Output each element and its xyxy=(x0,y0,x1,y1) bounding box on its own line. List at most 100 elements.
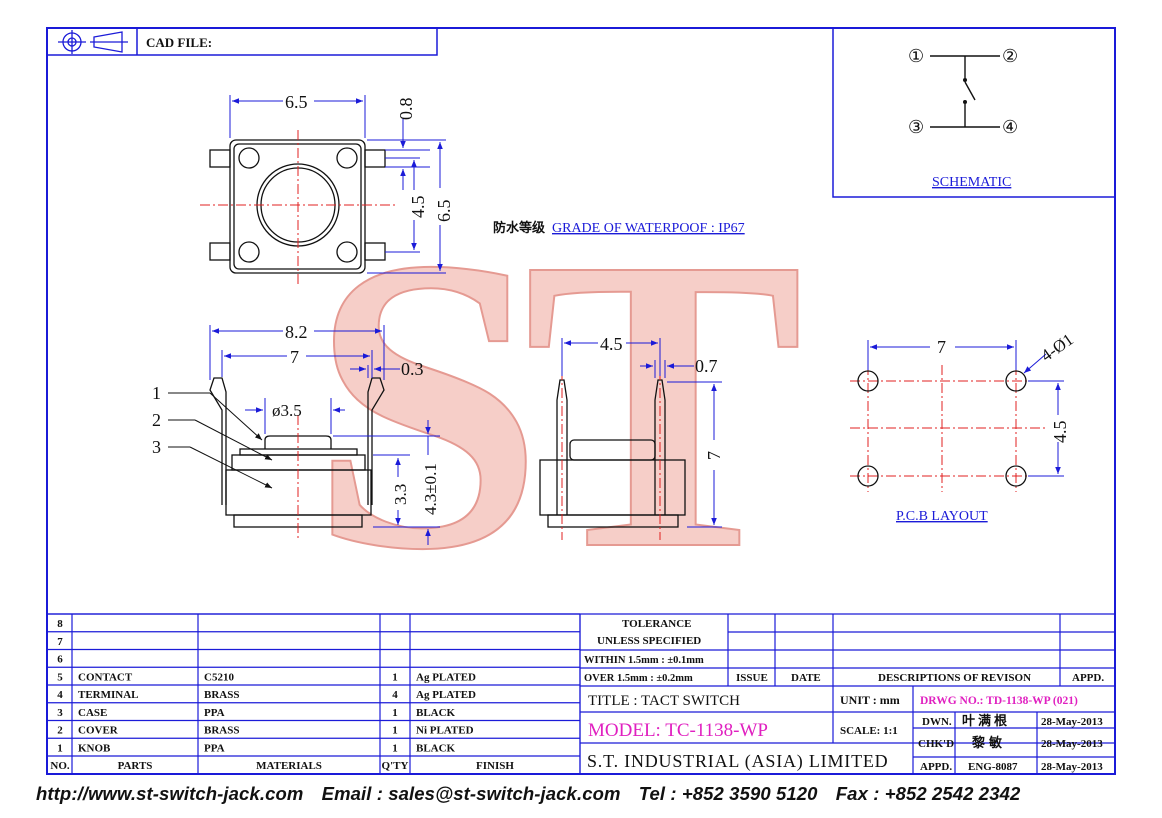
scale-label: SCALE: 1:1 xyxy=(840,725,898,737)
company-name: S.T. INDUSTRIAL (ASIA) LIMITED xyxy=(587,751,888,772)
top-dim-outer: 6.5 xyxy=(434,200,454,223)
waterproof-grade: GRADE OF WATERPOOF : IP67 xyxy=(552,221,745,236)
bom-row-finish: Ag PLATED xyxy=(416,671,476,683)
pin-1-label: ① xyxy=(908,46,924,66)
bom-row-material: PPA xyxy=(204,742,225,754)
bom-row-finish: BLACK xyxy=(416,707,456,719)
bom-header-qty: Q'TY xyxy=(382,760,409,772)
email-link[interactable]: Email : sales@st-switch-jack.com xyxy=(321,783,621,804)
bom-header-material: MATERIALS xyxy=(256,760,322,772)
callout-3: 3 xyxy=(152,437,161,457)
top-view: 6.5 0.8 4.5 6.5 xyxy=(200,92,454,285)
dwn-date: 28-May-2013 xyxy=(1041,716,1103,728)
watermark-text: ST xyxy=(310,171,799,636)
schematic: ① ② ③ ④ SCHEMATIC xyxy=(908,46,1018,190)
schematic-caption: SCHEMATIC xyxy=(932,175,1011,190)
end-view: 4.5 0.7 7 xyxy=(539,334,724,540)
top-dim-lead: 0.8 xyxy=(396,98,416,121)
bom-row-qty: 1 xyxy=(392,671,398,683)
bom-row-qty: 1 xyxy=(392,725,398,737)
website-link[interactable]: http://www.st-switch-jack.com xyxy=(36,783,304,804)
bom-row-qty: 1 xyxy=(392,707,398,719)
side-dim-body-h: 3.3 xyxy=(391,484,410,505)
pin-4-label: ④ xyxy=(1002,117,1018,137)
drawing-title: TITLE : TACT SWITCH xyxy=(588,693,740,709)
top-dim-inner: 4.5 xyxy=(408,196,428,219)
tolerance-over: OVER 1.5mm : ±0.2mm xyxy=(584,673,693,684)
bom-row-finish: Ag PLATED xyxy=(416,689,476,701)
chkd-label: CHK'D xyxy=(918,738,954,750)
bom-row-material: C5210 xyxy=(204,671,234,683)
side-dim-total-h: 4.3±0.1 xyxy=(421,463,440,515)
bom-header-part: PARTS xyxy=(118,760,153,772)
tolerance-within: WITHIN 1.5mm : ±0.1mm xyxy=(584,655,704,666)
bom-row-finish: Ni PLATED xyxy=(416,725,474,737)
bom-row-part: CASE xyxy=(78,707,107,719)
bom-row-no: 7 xyxy=(57,636,63,648)
waterproof-chinese: 防水等级 xyxy=(493,220,546,235)
side-dim-leads: 8.2 xyxy=(285,322,308,342)
rev-appd-header: APPD. xyxy=(1072,672,1104,684)
bom-row-part: COVER xyxy=(78,725,119,737)
bom-row-part: KNOB xyxy=(78,742,111,754)
bom-row-no: 5 xyxy=(57,671,63,683)
callout-2: 2 xyxy=(152,410,161,430)
drawing-number: DRWG NO.: TD-1138-WP (021) xyxy=(920,695,1078,707)
side-dim-knob: ø3.5 xyxy=(272,401,302,420)
tolerance-line1: TOLERANCE xyxy=(622,618,691,630)
watermark: ST xyxy=(309,170,820,637)
rev-issue-header: ISSUE xyxy=(736,672,768,684)
bom-row-material: BRASS xyxy=(204,689,239,701)
pcb-layout: 7 4.5 4-Ø1 P.C.B LAYOUT xyxy=(850,330,1077,524)
chkd-date: 28-May-2013 xyxy=(1041,738,1103,750)
bom-row-no: 6 xyxy=(57,654,63,666)
dwn-label: DWN. xyxy=(922,716,952,728)
side-view: 1 2 3 8.2 7 0.3 ø3.5 3.3 4.3±0.1 xyxy=(152,322,440,545)
appd-name: ENG-8087 xyxy=(968,761,1018,773)
end-dim-pitch: 4.5 xyxy=(600,334,623,354)
bom-row-material: BRASS xyxy=(204,725,239,737)
fax: Fax : +852 2542 2342 xyxy=(835,783,1021,804)
appd-date: 28-May-2013 xyxy=(1041,761,1103,773)
cad-file-label: CAD FILE: xyxy=(146,35,212,50)
bom-row-qty: 4 xyxy=(392,689,398,701)
bom-row-material: PPA xyxy=(204,707,225,719)
pcb-dim-width: 7 xyxy=(937,337,946,357)
bom-row-finish: BLACK xyxy=(416,742,456,754)
tolerance-line2: UNLESS SPECIFIED xyxy=(597,635,701,647)
appd-label: APPD. xyxy=(920,761,952,773)
pin-2-label: ② xyxy=(1002,46,1018,66)
bom-row-no: 1 xyxy=(57,742,63,754)
contact-footer: http://www.st-switch-jack.com Email : sa… xyxy=(36,783,1136,805)
side-dim-lead-thk: 0.3 xyxy=(401,359,424,379)
top-dim-width: 6.5 xyxy=(285,92,308,112)
bom-row-no: 4 xyxy=(57,689,63,701)
bom-row-qty: 1 xyxy=(392,742,398,754)
rev-date-header: DATE xyxy=(791,672,821,684)
projection-symbol-icon xyxy=(58,30,128,54)
unit-label: UNIT : mm xyxy=(840,693,900,707)
pin-3-label: ③ xyxy=(908,117,924,137)
bom-row-no: 8 xyxy=(57,618,63,630)
end-dim-pin-w: 0.7 xyxy=(695,356,718,376)
chkd-name: 黎敏 xyxy=(972,735,1006,750)
rev-desc-header: DESCRIPTIONS OF REVISON xyxy=(878,672,1031,684)
model-name: MODEL: TC-1138-WP xyxy=(588,720,768,741)
telephone: Tel : +852 3590 5120 xyxy=(638,783,818,804)
sheet-frame xyxy=(46,27,1116,775)
pcb-holes: 4-Ø1 xyxy=(1037,330,1077,366)
bom-row-no: 3 xyxy=(57,707,63,719)
end-dim-height: 7 xyxy=(704,451,724,460)
dwn-name: 叶满根 xyxy=(962,713,1010,728)
bom-header-finish: FINISH xyxy=(476,760,514,772)
callout-1: 1 xyxy=(152,383,161,403)
title-block-text: TOLERANCE UNLESS SPECIFIED WITHIN 1.5mm … xyxy=(584,618,1104,773)
pcb-caption: P.C.B LAYOUT xyxy=(896,509,988,524)
bom-row-no: 2 xyxy=(57,725,63,737)
bom-row-part: CONTACT xyxy=(78,671,133,683)
side-dim-body: 7 xyxy=(290,347,299,367)
title-block xyxy=(47,613,1115,774)
pcb-dim-height: 4.5 xyxy=(1050,421,1070,444)
